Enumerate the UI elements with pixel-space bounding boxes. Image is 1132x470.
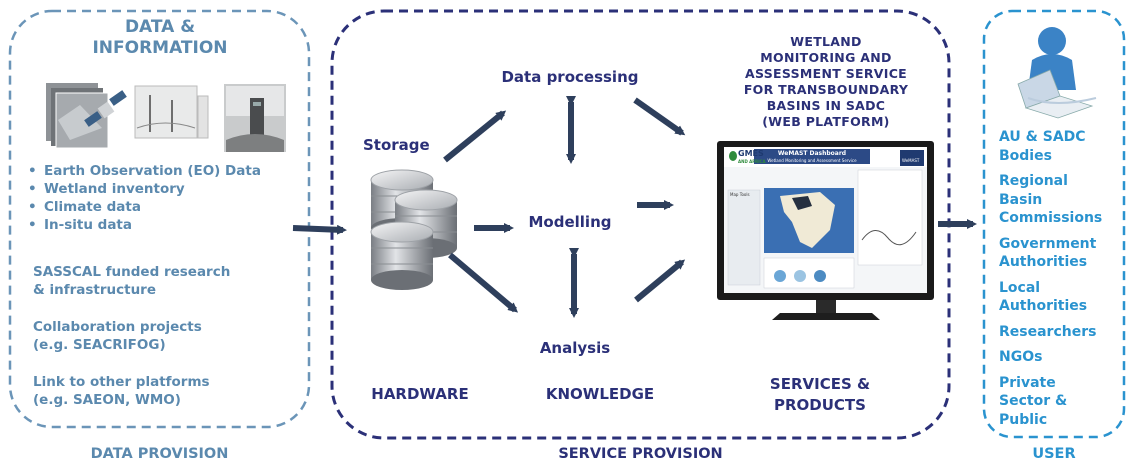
- data-provision-frame: [8, 9, 311, 429]
- data-processing-label: Data processing: [501, 68, 639, 86]
- user-item-line: Private: [999, 374, 1056, 391]
- user-item-line: Bodies: [999, 147, 1052, 164]
- satellite-icon: [84, 90, 127, 127]
- user-item-line: Authorities: [999, 254, 1088, 270]
- storage-label: Storage: [363, 136, 430, 154]
- link-line1: Link to other platforms: [33, 374, 210, 390]
- list-item: Wetland inventory: [22, 180, 307, 198]
- list-item: In-situ data: [22, 216, 307, 234]
- dashboard-subtitle: Wetland Monitoring and Assessment Servic…: [767, 158, 857, 163]
- arrow-storage-to-processing: [443, 110, 507, 163]
- arrow-storage-to-analysis: [448, 252, 519, 313]
- user-laptop-icon: [1017, 27, 1097, 119]
- user-item-line: Government: [999, 235, 1097, 252]
- services-line1: SERVICES &: [769, 375, 871, 393]
- list-item: Local Authorities: [999, 279, 1124, 316]
- gmes-logo-line2: AND AFRICA: [738, 159, 766, 164]
- dashboard-title: WeMAST Dashboard: [777, 150, 847, 157]
- sasscal-line2: & infrastructure: [33, 282, 156, 298]
- list-item: Private Sector & Public: [999, 374, 1124, 430]
- list-item: Regional Basin Commissions: [999, 172, 1124, 228]
- user-item-line: Local: [999, 279, 1041, 296]
- user-item-line: Public: [999, 411, 1048, 428]
- sasscal-block: SASSCAL funded research & infrastructure: [33, 263, 303, 299]
- user-item-line: Regional: [999, 173, 1068, 189]
- insitu-station-photo-icon: [224, 84, 286, 152]
- service-title-line: BASINS IN SADC: [766, 98, 886, 113]
- list-item: Government Authorities: [999, 235, 1124, 272]
- user-list: AU & SADC Bodies Regional Basin Commissi…: [999, 128, 1124, 436]
- service-title-line: ASSESSMENT SERVICE: [744, 66, 908, 81]
- monitor-icon: [717, 141, 934, 320]
- user-item-line: AU & SADC: [999, 129, 1086, 145]
- user-item-line: Sector &: [999, 393, 1068, 409]
- satellite-imagery-icon: [46, 83, 109, 149]
- analysis-label: Analysis: [539, 339, 611, 357]
- knowledge-label: KNOWLEDGE: [545, 385, 655, 403]
- service-title-line: MONITORING AND: [760, 50, 892, 65]
- dashboard-header: WeMAST Dashboard Wetland Monitoring and …: [754, 150, 870, 164]
- list-item: Climate data: [22, 198, 307, 216]
- list-item: AU & SADC Bodies: [999, 128, 1124, 165]
- user-item-line: Basin: [999, 191, 1043, 208]
- modelling-label: Modelling: [528, 213, 612, 231]
- link-line2: (e.g. SAEON, WMO): [33, 392, 181, 408]
- sasscal-line1: SASSCAL funded research: [33, 264, 231, 280]
- service-provision-footer: SERVICE PROVISION: [558, 446, 723, 462]
- service-title-line: (WEB PLATFORM): [762, 114, 890, 129]
- list-item: Researchers: [999, 323, 1124, 342]
- services-products-label: SERVICES & PRODUCTS: [740, 374, 900, 416]
- service-title-line: WETLAND: [790, 34, 862, 49]
- collab-block: Collaboration projects (e.g. SEACRIFOG): [33, 318, 303, 354]
- hardware-label: HARDWARE: [371, 385, 469, 403]
- collab-line1: Collaboration projects: [33, 319, 202, 335]
- arrow-analysis-to-service: [634, 259, 686, 303]
- service-title: WETLAND MONITORING AND ASSESSMENT SERVIC…: [718, 34, 934, 130]
- link-block: Link to other platforms (e.g. SAEON, WMO…: [33, 373, 303, 409]
- map-tools-label: Map Tools: [730, 192, 750, 197]
- section-title-line2: INFORMATION: [92, 38, 228, 58]
- collab-line2: (e.g. SEACRIFOG): [33, 337, 166, 353]
- services-line2: PRODUCTS: [774, 396, 866, 414]
- field-photo-icon: [134, 85, 209, 139]
- arrow-processing-to-service: [633, 97, 686, 136]
- user-item-line: Authorities: [999, 298, 1088, 314]
- user-item-line: NGOs: [999, 349, 1043, 365]
- wemast-brand: WeMAST: [902, 158, 920, 163]
- user-item-line: Researchers: [999, 323, 1097, 340]
- section-title-line1: DATA &: [124, 17, 196, 37]
- data-provision-footer: DATA PROVISION: [90, 446, 229, 462]
- eo-data-list: Earth Observation (EO) Data Wetland inve…: [22, 162, 307, 234]
- user-footer: USER: [1032, 446, 1076, 462]
- user-item-line: Commissions: [999, 210, 1103, 226]
- service-title-line: FOR TRANSBOUNDARY: [743, 82, 909, 97]
- gmes-logo: GMES AND AFRICA: [738, 150, 766, 166]
- database-icon: [370, 169, 458, 290]
- gmes-logo-line1: GMES: [738, 149, 764, 158]
- list-item: Earth Observation (EO) Data: [22, 162, 307, 180]
- list-item: NGOs: [999, 348, 1124, 367]
